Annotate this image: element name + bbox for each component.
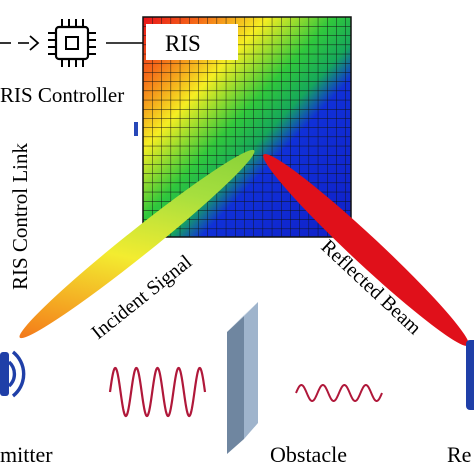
ris-label-box xyxy=(146,24,238,60)
attenuated-wave xyxy=(295,384,383,402)
reflected-beam: Reflected Beam xyxy=(263,153,469,347)
transmitted-wave xyxy=(108,366,207,418)
obstacle-label: Obstacle xyxy=(270,442,347,467)
antenna-icon xyxy=(0,350,26,398)
incident-beam-lobe xyxy=(19,149,255,339)
obstacle-face xyxy=(244,302,258,439)
receiver-label: Re xyxy=(447,442,471,467)
ris-panel: RIS xyxy=(142,16,352,238)
obstacle-top xyxy=(227,302,258,332)
chip-icon xyxy=(48,19,96,67)
controller-label: RIS Controller xyxy=(0,83,124,107)
control-link-marker xyxy=(134,122,138,136)
transmitter-label: mitter xyxy=(0,442,53,467)
control-link-arrow-icon xyxy=(29,35,40,51)
incident-beam: Incident Signal xyxy=(19,149,255,344)
receiver-icon xyxy=(466,340,474,410)
reflected-beam-lobe xyxy=(263,153,469,347)
obstacle-wall xyxy=(227,302,258,454)
controller-group: RIS Controller RIS Control Link xyxy=(0,19,143,290)
control-link-label: RIS Control Link xyxy=(8,142,32,290)
ris-border xyxy=(142,16,352,238)
ris-label: RIS xyxy=(165,31,201,56)
obstacle-side xyxy=(227,316,244,454)
